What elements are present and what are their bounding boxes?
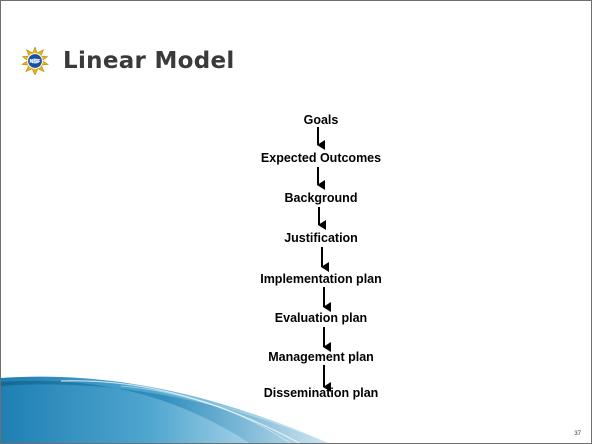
flow-step-goals: Goals	[303, 113, 339, 127]
flow-step-background: Background	[284, 191, 358, 205]
slide-title: Linear Model	[63, 48, 235, 74]
svg-text:NSF: NSF	[30, 59, 42, 65]
flow-step-dissemination-plan: Dissemination plan	[263, 386, 379, 400]
flow-step-justification: Justification	[284, 231, 358, 245]
flow-step-management-plan: Management plan	[268, 350, 374, 364]
flow-step-evaluation-plan: Evaluation plan	[274, 311, 368, 325]
slide-header: NSF Linear Model	[21, 41, 235, 81]
decorative-ribbon	[1, 376, 329, 443]
flow-step-implementation-plan: Implementation plan	[260, 272, 382, 286]
flow-step-expected-outcomes: Expected Outcomes	[260, 151, 382, 165]
page-number: 37	[574, 431, 581, 437]
flow-arrows	[317, 127, 331, 392]
nsf-seal-icon: NSF	[21, 47, 49, 75]
